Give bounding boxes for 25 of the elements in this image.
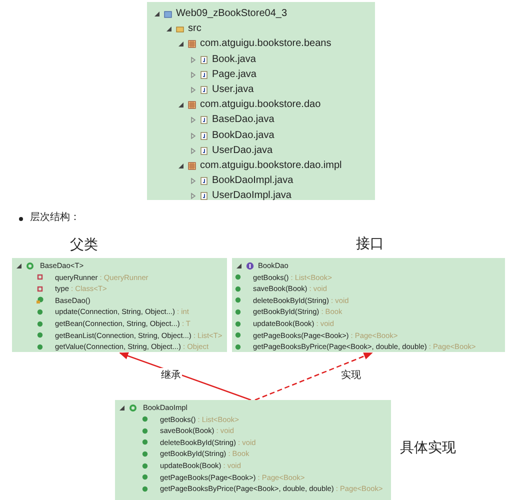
tree-item-text: com.atguigu.bookstore.dao bbox=[200, 98, 321, 112]
section-heading: 父类 bbox=[70, 236, 98, 254]
section-heading: 接口 bbox=[356, 235, 384, 253]
tree-item-text: BookDao.java bbox=[212, 128, 274, 143]
tree-item-text: src bbox=[188, 22, 202, 36]
tree-item-text: User.java bbox=[212, 83, 254, 97]
bullet-item: 层次结构： bbox=[30, 210, 80, 224]
tree-item-text: Book.java bbox=[212, 52, 256, 67]
tree-panel bbox=[147, 2, 375, 200]
tree-item-text: com.atguigu.bookstore.beans bbox=[200, 37, 332, 52]
class-panel bbox=[12, 258, 227, 352]
arrow bbox=[254, 352, 373, 401]
tree-item-text: com.atguigu.bookstore.dao.impl bbox=[200, 159, 342, 173]
tree-item-text: Web09_zBookStore04_3 bbox=[176, 7, 288, 21]
class-panel bbox=[115, 400, 391, 500]
edge-label: 实现 bbox=[340, 368, 362, 382]
edge-label: 继承 bbox=[160, 368, 182, 382]
class-panel bbox=[232, 258, 505, 352]
tree-item-text: Page.java bbox=[212, 68, 256, 82]
arrow bbox=[119, 352, 252, 401]
tree-item-text: BookDaoImpl.java bbox=[212, 174, 294, 188]
tree-item-text: UserDaoImpl.java bbox=[212, 189, 292, 204]
side-label: 具体实现 bbox=[400, 439, 456, 457]
tree-item-text: UserDao.java bbox=[212, 144, 273, 158]
tree-item-text: BaseDao.java bbox=[212, 113, 274, 128]
